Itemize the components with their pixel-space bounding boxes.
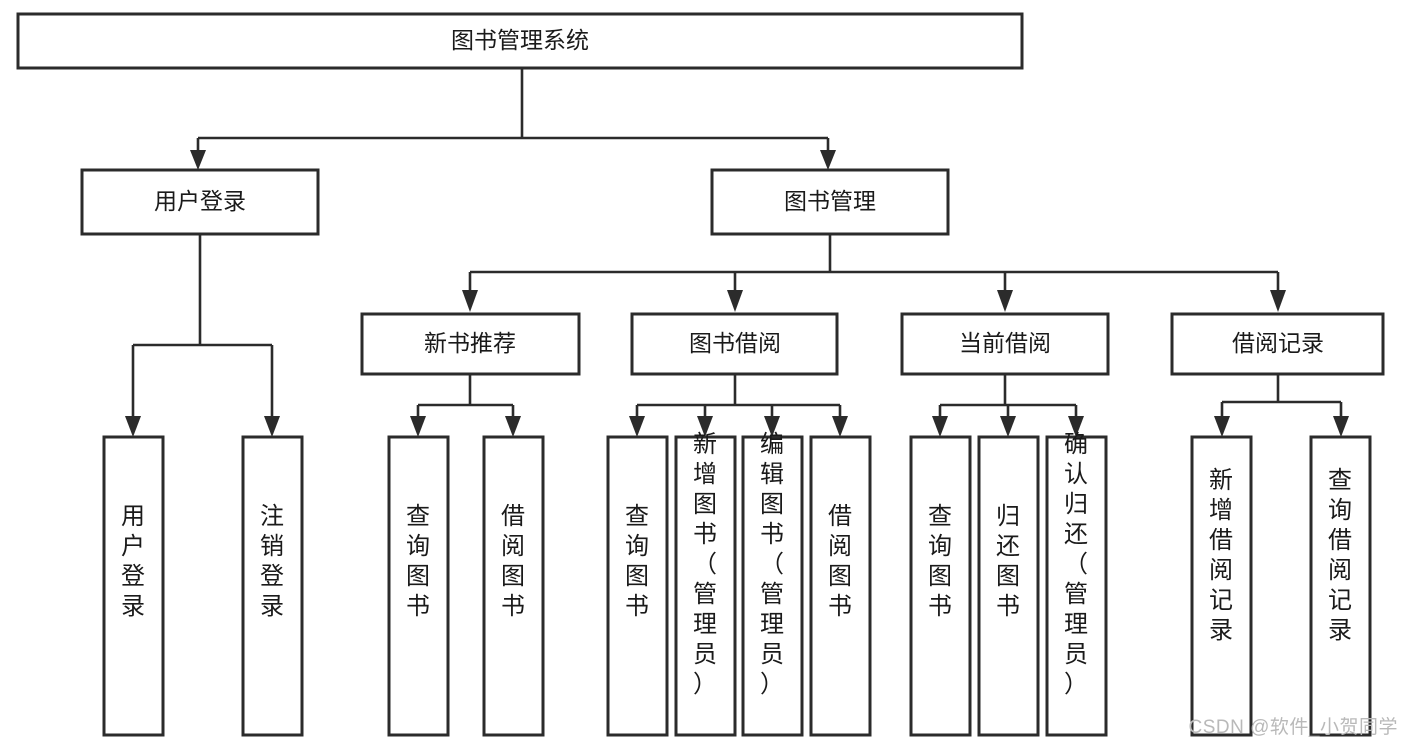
node-current-borrow-label: 当前借阅 [959,330,1051,356]
leaf-query-book-3-box[interactable] [909,435,972,737]
node-user-login[interactable]: 用户登录 [80,168,320,236]
node-book-borrow[interactable]: 图书借阅 [630,312,839,376]
leaf-borrow-book-1[interactable]: 借阅图书 [482,435,545,737]
arrow-leaf-confirm-return [1068,416,1084,437]
leaf-query-book-1-label: 查询图书 [406,503,430,620]
leaf-borrow-book-2[interactable]: 借阅图书 [809,435,872,737]
arrow-leaf-query-book-3 [932,416,948,437]
connector-book-management-to-level3 [462,234,1286,312]
arrow-current-borrow [997,290,1013,312]
leaf-query-record-box[interactable] [1309,435,1372,737]
arrow-book-borrow [727,290,743,312]
leaf-query-book-2[interactable]: 查询图书 [606,435,669,737]
arrow-leaf-borrow-book-2 [832,416,848,437]
arrow-leaf-logout [264,416,280,437]
arrow-leaf-add-record [1214,416,1230,437]
node-new-book-recommend-label: 新书推荐 [424,330,516,356]
leaf-borrow-book-2-label: 借阅图书 [828,503,852,620]
arrow-leaf-add-book [697,416,713,437]
leaf-logout-login-box[interactable] [241,435,304,737]
arrow-leaf-return-book [1000,416,1016,437]
leaf-edit-book-label: 编辑图书（管理员） [760,431,784,698]
arrow-leaf-edit-book [764,416,780,437]
node-borrow-record[interactable]: 借阅记录 [1170,312,1385,376]
leaf-add-book-label: 新增图书（管理员） [693,431,717,698]
leaf-return-book-box[interactable] [977,435,1040,737]
leaf-add-book-box[interactable] [674,435,737,737]
arrow-leaf-borrow-book-1 [505,416,521,437]
arrow-book-management [820,150,836,170]
leaf-query-book-2-label: 查询图书 [625,503,649,620]
node-current-borrow-box[interactable] [900,312,1110,376]
connector-root-to-level2 [190,68,836,170]
node-root[interactable]: 图书管理系统 [16,12,1024,70]
leaf-borrow-book-1-box[interactable] [482,435,545,737]
leaf-query-book-1[interactable]: 查询图书 [387,435,450,737]
leaf-confirm-return[interactable]: 确认归还（管理员） [1045,431,1108,737]
leaf-confirm-return-label: 确认归还（管理员） [1064,431,1088,698]
node-user-login-label: 用户登录 [154,188,246,214]
connector-new-book-recommend-to-leaves [410,374,521,437]
node-new-book-recommend[interactable]: 新书推荐 [360,312,581,376]
leaf-add-record[interactable]: 新增借阅记录 [1190,435,1253,737]
arrow-borrow-record [1270,290,1286,312]
node-root-box[interactable] [16,12,1024,70]
leaf-query-book-1-box[interactable] [387,435,450,737]
leaf-logout-login[interactable]: 注销登录 [241,435,304,737]
leaf-logout-login-label: 注销登录 [260,503,284,620]
node-book-management[interactable]: 图书管理 [710,168,950,236]
leaf-query-book-2-box[interactable] [606,435,669,737]
node-current-borrow[interactable]: 当前借阅 [900,312,1110,376]
node-borrow-record-label: 借阅记录 [1232,330,1324,356]
leaf-query-book-3-label: 查询图书 [928,503,952,620]
leaf-user-login[interactable]: 用户登录 [102,435,165,737]
leaf-edit-book[interactable]: 编辑图书（管理员） [741,431,804,737]
node-book-borrow-label: 图书借阅 [689,330,781,356]
leaf-user-login-label: 用户登录 [121,503,145,620]
leaf-query-book-3[interactable]: 查询图书 [909,435,972,737]
arrow-leaf-query-record [1333,416,1349,437]
leaf-add-book[interactable]: 新增图书（管理员） [674,431,737,737]
arrow-new-book-recommend [462,290,478,312]
node-root-label: 图书管理系统 [451,27,589,53]
connector-current-borrow-to-leaves [932,374,1084,437]
leaf-edit-book-box[interactable] [741,435,804,737]
leaf-borrow-book-1-label: 借阅图书 [501,503,525,620]
leaf-return-book[interactable]: 归还图书 [977,435,1040,737]
node-new-book-recommend-box[interactable] [360,312,581,376]
leaf-borrow-book-2-box[interactable] [809,435,872,737]
arrow-leaf-query-book-1 [410,416,426,437]
csdn-watermark: CSDN @软件_小贺同学 [1189,716,1398,738]
connector-borrow-record-to-leaves [1214,374,1349,437]
arrow-leaf-query-book-2 [629,416,645,437]
node-book-management-label: 图书管理 [784,188,876,214]
arrow-user-login [190,150,206,170]
connector-book-borrow-to-leaves [629,374,848,437]
node-book-borrow-box[interactable] [630,312,839,376]
leaf-confirm-return-box[interactable] [1045,435,1108,737]
leaf-add-record-label: 新增借阅记录 [1209,467,1233,644]
leaf-query-record-label: 查询借阅记录 [1328,467,1352,644]
connector-user-login-to-leaves [125,234,280,437]
leaf-add-record-box[interactable] [1190,435,1253,737]
node-user-login-box[interactable] [80,168,320,236]
node-borrow-record-box[interactable] [1170,312,1385,376]
leaf-user-login-box[interactable] [102,435,165,737]
leaf-query-record[interactable]: 查询借阅记录 [1309,435,1372,737]
leaf-return-book-label: 归还图书 [996,503,1020,620]
arrow-leaf-user-login [125,416,141,437]
